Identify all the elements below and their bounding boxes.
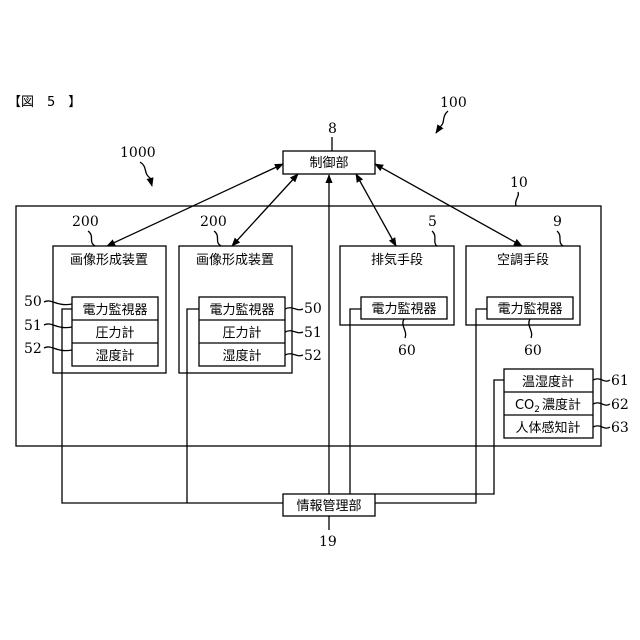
thermo-hygrometer-label: 温湿度計 [522, 374, 574, 390]
ref-controller: 8 [328, 121, 337, 137]
power-monitor-right-label: 電力監視器 [209, 302, 274, 318]
ref-power-monitor-right: 50 [304, 301, 322, 317]
ref-humidity-right: 52 [304, 348, 322, 364]
arrow-controller-device-left [107, 164, 283, 246]
ref-humidity-left: 52 [24, 341, 42, 357]
info-manager-label: 情報管理部 [296, 499, 361, 514]
pressure-right-label: 圧力計 [222, 325, 261, 341]
ref-aircon-leader [557, 231, 563, 246]
ref-power-monitor-aircon: 60 [524, 343, 542, 359]
arrow-controller-aircon [375, 164, 522, 246]
arrow-controller-exhaust [356, 174, 396, 246]
humidity-right-label: 湿度計 [222, 348, 261, 364]
arrow-controller-device-right [232, 174, 298, 246]
ref-room-leader [516, 192, 519, 206]
aircon-power-monitor-label: 電力監視器 [497, 301, 562, 317]
ref-co2-meter: 62 [611, 397, 629, 413]
aircon-label: 空調手段 [497, 253, 549, 268]
power-monitor-left-label: 電力監視器 [82, 302, 147, 318]
ref-building-group-arrow [140, 162, 152, 186]
ref-system: 100 [440, 95, 467, 111]
ref-building-group: 1000 [120, 145, 156, 161]
ref-thermo-hygrometer: 61 [611, 373, 629, 389]
ref-pressure-left: 51 [24, 318, 42, 334]
exhaust-power-monitor-label: 電力監視器 [371, 301, 436, 317]
ref-exhaust-leader [432, 231, 437, 246]
co2-meter-suffix: 濃度計 [542, 397, 581, 413]
exhaust-label: 排気手段 [371, 252, 423, 268]
co2-meter-label: CO2濃度計 [515, 397, 581, 415]
co2-meter-text: CO [515, 398, 534, 413]
device-left-label: 画像形成装置 [70, 253, 148, 268]
ref-exhaust: 5 [428, 214, 437, 230]
figure-label: 【図 5 】 [8, 95, 81, 110]
humidity-left-label: 湿度計 [95, 348, 134, 364]
device-right-label: 画像形成装置 [196, 253, 274, 268]
controller-label: 制御部 [309, 156, 348, 171]
ref-info-manager: 19 [319, 534, 337, 550]
co2-subscript: 2 [534, 405, 540, 415]
pressure-left-label: 圧力計 [95, 325, 134, 341]
ref-human-sensor: 63 [611, 420, 629, 436]
ref-room: 10 [510, 175, 528, 191]
ref-device-left-leader [88, 231, 95, 246]
ref-power-monitor-exhaust: 60 [398, 343, 416, 359]
wire-aircon [375, 309, 487, 503]
ref-device-left: 200 [72, 214, 99, 230]
wire-env-sensors [375, 380, 504, 494]
ref-power-monitor-left: 50 [24, 294, 42, 310]
human-sensor-label: 人体感知計 [515, 420, 580, 436]
wire-exhaust [350, 309, 361, 494]
ref-pressure-right: 51 [304, 325, 322, 341]
ref-aircon: 9 [553, 214, 562, 230]
ref-device-right-leader [214, 231, 221, 246]
ref-device-right: 200 [200, 214, 227, 230]
ref-system-arrow [436, 111, 448, 133]
